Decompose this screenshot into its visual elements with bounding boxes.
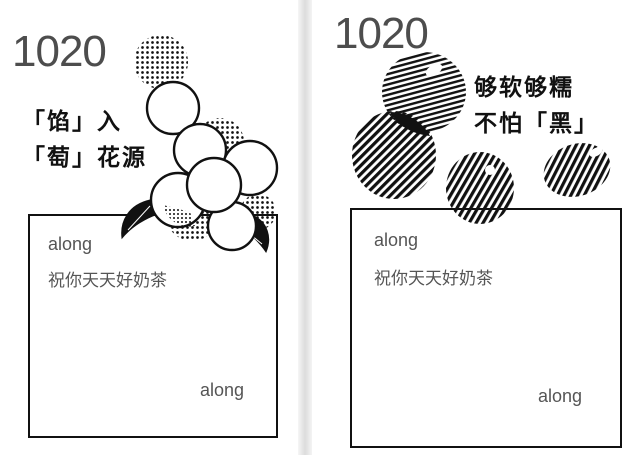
slogan: 「馅」入 「萄」花源 — [22, 104, 147, 176]
slogan-line-2: 「萄」花源 — [22, 145, 147, 171]
wish-text: 祝你天天好奶茶 — [374, 269, 493, 289]
black-bean-icon — [352, 52, 611, 224]
brand-label-bottom: along — [538, 386, 583, 406]
card-number: 1020 — [12, 27, 107, 76]
card-divider — [298, 0, 312, 455]
card-number: 1020 — [334, 9, 429, 58]
slogan: 够软够糯 不怕「黑」 — [474, 70, 599, 142]
slogan-line-2: 不怕「黑」 — [474, 111, 599, 137]
poster-card-grape: 1020 「馅」入 「萄」花源 along 祝你天天好奶茶 along — [0, 0, 298, 455]
message-frame: along 祝你天天好奶茶 along — [28, 214, 278, 438]
brand-label-top: along — [48, 234, 93, 254]
slogan-line-1: 够软够糯 — [474, 75, 574, 101]
brand-label-top: along — [374, 230, 419, 250]
slogan-line-1: 「馅」入 — [22, 109, 122, 135]
wish-text: 祝你天天好奶茶 — [48, 271, 167, 291]
poster-card-black-bean: 1020 够软够糯 不怕「黑」 along 祝你天天好奶茶 along — [312, 0, 635, 455]
grape-cluster-icon — [121, 35, 279, 254]
brand-label-bottom: along — [200, 380, 245, 400]
